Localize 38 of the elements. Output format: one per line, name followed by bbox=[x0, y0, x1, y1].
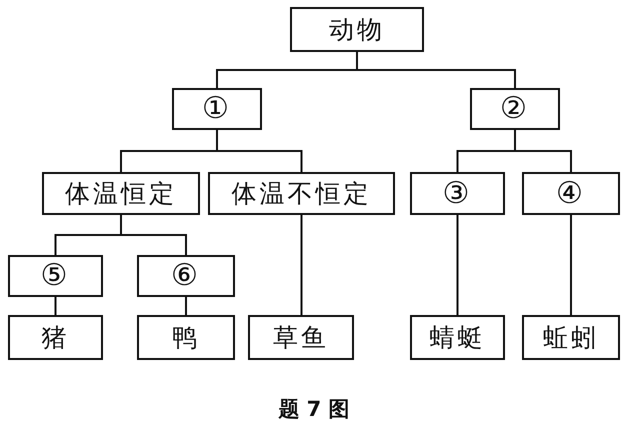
node-label: ⑥ bbox=[171, 261, 201, 291]
node-label: ② bbox=[500, 94, 530, 124]
connector-line bbox=[570, 215, 572, 315]
node-label: 蜻蜓 bbox=[430, 325, 486, 350]
node-label: 草鱼 bbox=[273, 325, 329, 350]
node-box bbox=[172, 88, 262, 130]
node-box bbox=[137, 315, 235, 360]
node-box bbox=[410, 315, 505, 360]
node-box bbox=[8, 255, 103, 297]
node-label: 体温恒定 bbox=[65, 181, 177, 206]
node-box bbox=[8, 315, 103, 360]
node-label: 猪 bbox=[42, 325, 70, 350]
node-box bbox=[470, 88, 560, 130]
node-label: ① bbox=[202, 94, 232, 124]
node-label: 动物 bbox=[329, 17, 385, 42]
node-label: 蚯蚓 bbox=[543, 325, 599, 350]
caption: 题 7 图 bbox=[277, 396, 351, 423]
node-box bbox=[290, 7, 424, 52]
connector-line bbox=[54, 297, 56, 315]
node-label: ④ bbox=[556, 178, 586, 208]
node-label: 体温不恒定 bbox=[232, 181, 372, 206]
node-box bbox=[522, 315, 620, 360]
node-label: ③ bbox=[442, 178, 472, 208]
node-box bbox=[410, 172, 505, 215]
connector-line bbox=[356, 52, 516, 88]
connector-line bbox=[300, 215, 302, 315]
node-box bbox=[42, 172, 200, 215]
node-box bbox=[137, 255, 235, 297]
node-box bbox=[522, 172, 620, 215]
node-box bbox=[208, 172, 395, 215]
connector-line bbox=[185, 297, 187, 315]
connector-line bbox=[514, 130, 572, 172]
connector-line bbox=[120, 215, 187, 255]
node-label: ⑤ bbox=[40, 261, 70, 291]
node-label: 鸭 bbox=[172, 325, 200, 350]
connector-line bbox=[456, 215, 458, 315]
connector-line bbox=[216, 130, 302, 172]
node-box bbox=[248, 315, 354, 360]
